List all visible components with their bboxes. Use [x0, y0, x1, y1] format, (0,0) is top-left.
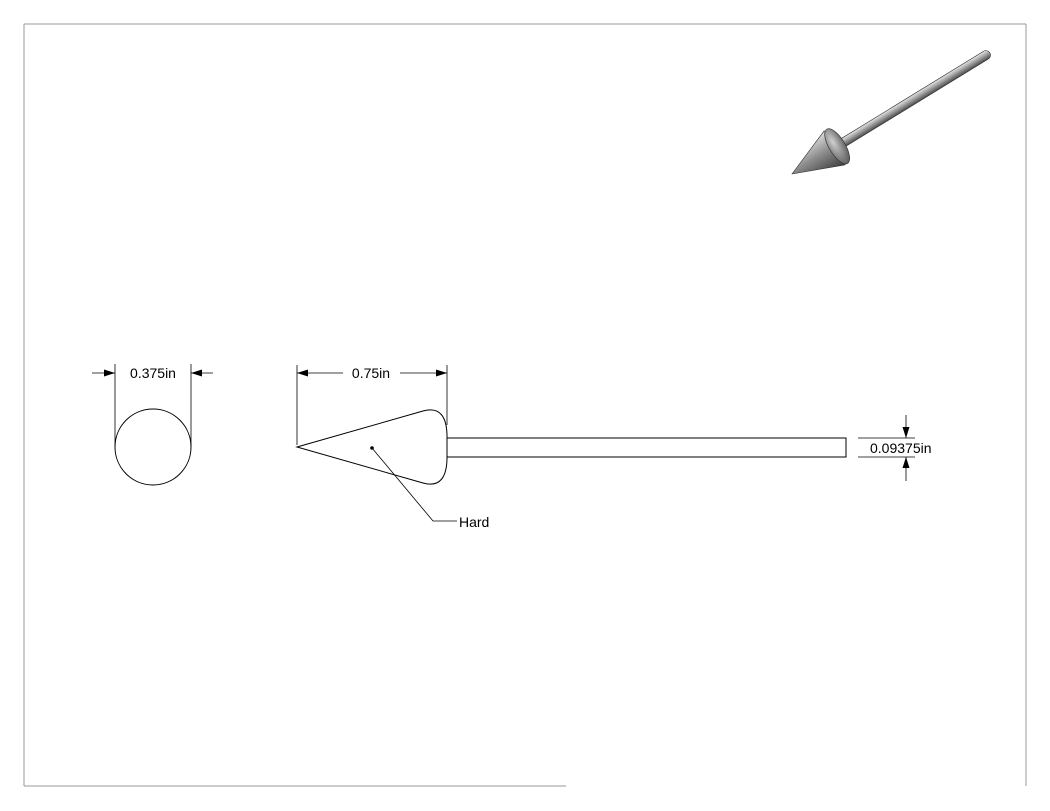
rod-thickness-label: 0.09375in — [870, 440, 932, 456]
rod-thickness-dimension: 0.09375in — [858, 415, 932, 481]
cone-length-label: 0.75in — [352, 365, 390, 381]
isometric-view — [791, 50, 991, 175]
end-view-circle — [114, 408, 192, 486]
material-callout: Hard — [370, 446, 489, 530]
cone-length-dimension: 0.75in — [296, 365, 448, 445]
rod — [446, 437, 847, 458]
end-view: 0.375in — [92, 364, 213, 486]
iso-rod — [833, 50, 991, 151]
side-view — [295, 409, 847, 485]
iso-collar — [824, 128, 850, 165]
diameter-dimension: 0.375in — [130, 365, 176, 381]
sheet-frame — [23, 23, 1027, 787]
material-callout-label: Hard — [459, 514, 489, 530]
